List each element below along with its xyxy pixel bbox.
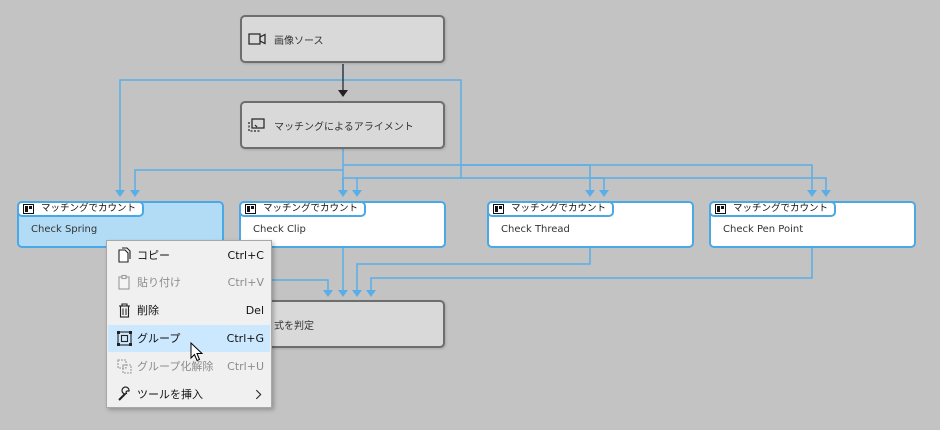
camera-icon: [248, 33, 266, 45]
count-icon: [23, 204, 34, 214]
tool-name: Check Thread: [501, 224, 570, 235]
menu-item-shortcut: Del: [245, 304, 264, 317]
tool-type-badge: マッチングでカウント: [487, 201, 615, 217]
menu-item-label: グループ: [137, 332, 181, 345]
group-icon: [117, 331, 132, 346]
tool-check-pen-point[interactable]: マッチングでカウント Check Pen Point: [709, 201, 916, 248]
node-label: 画像ソース: [274, 35, 324, 47]
menu-item-shortcut: Ctrl+G: [226, 332, 264, 345]
chevron-right-icon: [255, 389, 262, 400]
tool-type-badge: マッチングでカウント: [709, 201, 837, 217]
count-icon: [493, 204, 504, 214]
menu-item-shortcut: Ctrl+C: [227, 249, 264, 262]
count-icon: [715, 204, 726, 214]
tool-name: Check Spring: [31, 224, 98, 235]
image-source-node[interactable]: 画像ソース: [240, 15, 445, 63]
alignment-node[interactable]: マッチングによるアライメント: [240, 101, 445, 149]
menu-item-label: グループ化解除: [137, 360, 214, 373]
menu-item-shortcut: Ctrl+V: [227, 276, 264, 289]
menu-item-label: 削除: [137, 304, 159, 317]
node-label: マッチングによるアライメント: [274, 121, 414, 133]
tool-name: Check Pen Point: [723, 224, 804, 235]
tool-type-badge: マッチングでカウント: [17, 201, 145, 217]
tool-check-clip[interactable]: マッチングでカウント Check Clip: [239, 201, 446, 248]
count-icon: [245, 204, 256, 214]
judge-expression-node[interactable]: 式を判定: [240, 300, 445, 348]
menu-item-delete[interactable]: 削除 Del: [108, 297, 270, 324]
tool-name: Check Clip: [253, 224, 306, 235]
menu-item-label: ツールを挿入: [137, 388, 203, 401]
menu-item-insert-tool[interactable]: ツールを挿入: [108, 381, 270, 408]
menu-item-paste[interactable]: 貼り付け Ctrl+V: [108, 269, 270, 296]
context-menu: コピー Ctrl+C 貼り付け Ctrl+V 削除 Del グループ Ctrl+…: [106, 240, 272, 408]
menu-item-label: 貼り付け: [137, 276, 181, 289]
tool-check-thread[interactable]: マッチングでカウント Check Thread: [487, 201, 694, 248]
tool-type-badge: マッチングでカウント: [239, 201, 367, 217]
delete-icon: [119, 303, 130, 318]
menu-item-label: コピー: [137, 249, 170, 262]
ungroup-icon: [117, 359, 132, 374]
node-label: 式を判定: [274, 320, 314, 332]
mouse-cursor-icon: [190, 342, 204, 362]
copy-icon: [118, 247, 131, 263]
wrench-icon: [118, 386, 130, 401]
paste-icon: [118, 274, 130, 290]
menu-item-copy[interactable]: コピー Ctrl+C: [108, 242, 270, 269]
menu-item-group[interactable]: グループ Ctrl+G: [108, 325, 270, 352]
menu-item-ungroup[interactable]: グループ化解除 Ctrl+U: [108, 353, 270, 380]
alignment-icon: [248, 118, 265, 132]
menu-item-shortcut: Ctrl+U: [227, 360, 264, 373]
